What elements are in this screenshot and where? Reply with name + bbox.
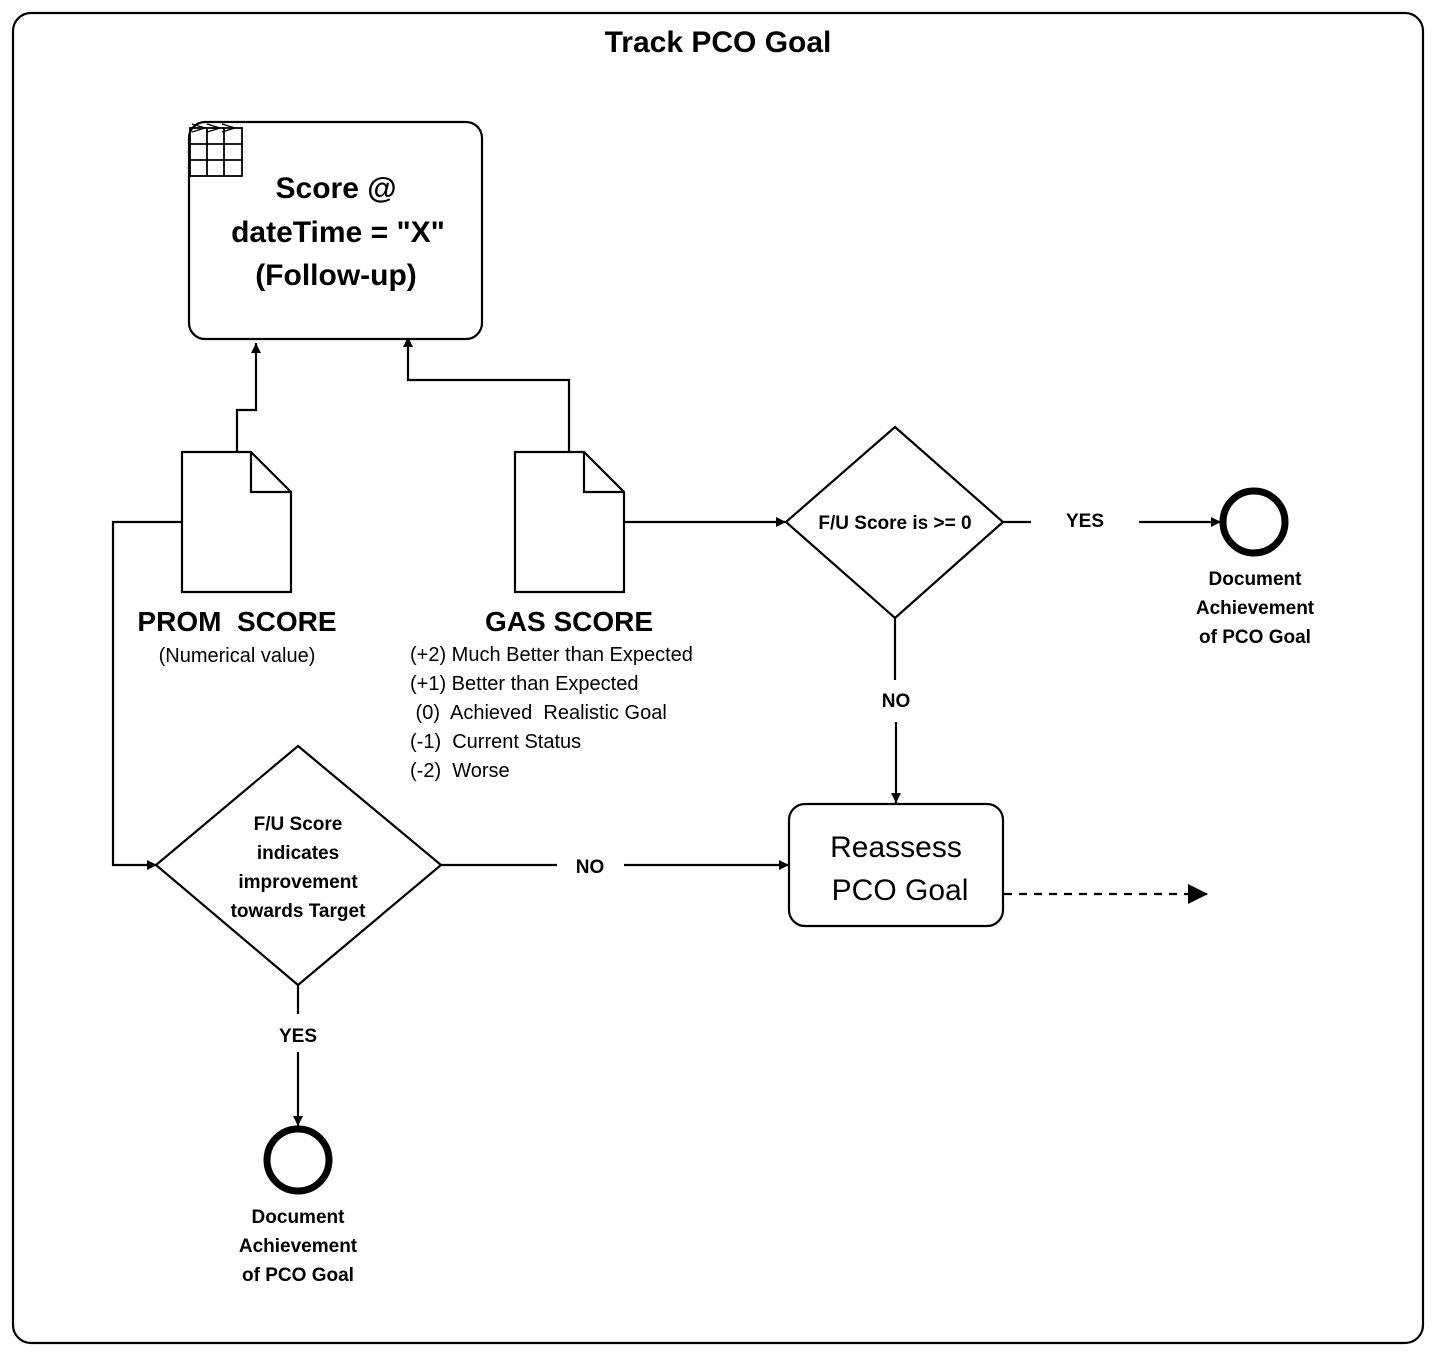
gas-scale-list: (+2) Much Better than Expected (+1) Bett… — [410, 644, 693, 782]
label-yes-down: YES — [279, 1026, 317, 1047]
table-grid-icon — [189, 123, 243, 177]
diagram-title: Track PCO Goal — [605, 26, 832, 59]
decision-diamond — [784, 425, 1005, 620]
connectors — [111, 337, 1221, 1126]
label-bg — [1040, 500, 1130, 540]
reassess-line-1: Reassess — [830, 831, 962, 864]
decision-diamond — [154, 744, 443, 987]
prom-subtitle: (Numerical value) — [159, 645, 316, 667]
diagram-frame — [11, 11, 1425, 1345]
connector-gas-to-score — [403, 337, 571, 452]
decision-prom-line-2: indicates — [257, 843, 339, 864]
end-event-circle-icon — [263, 1125, 333, 1195]
gas-title: GAS SCORE — [485, 606, 653, 637]
end-right-line-2: Achievement — [1196, 598, 1315, 619]
end-event-bottom[interactable]: Document Achievement of PCO Goal — [239, 1125, 358, 1286]
prom-document[interactable]: PROM SCORE (Numerical value) — [137, 450, 337, 667]
end-bottom-line-1: Document — [252, 1207, 346, 1228]
document-fold — [582, 452, 624, 494]
gas-scale-item: (-1) Current Status — [410, 731, 581, 753]
document-icon — [513, 450, 626, 594]
label-no-down: NO — [882, 691, 911, 712]
gas-scale-item: (+1) Better than Expected — [410, 673, 638, 695]
decision-prom-line-4: towards Target — [231, 901, 366, 922]
gas-scale-item: (+2) Much Better than Expected — [410, 644, 693, 666]
reassess-shape — [787, 802, 1005, 928]
end-right-line-1: Document — [1209, 569, 1303, 590]
score-box-line-1: Score @ — [276, 172, 397, 205]
score-box[interactable]: Score @ dateTime = "X" (Follow-up) — [187, 120, 484, 341]
document-fold — [249, 452, 291, 494]
score-box-line-2: dateTime = "X" — [231, 216, 445, 249]
decision-prom-line-1: F/U Score — [254, 814, 343, 835]
end-bottom-line-3: of PCO Goal — [242, 1265, 354, 1286]
decision-gas-label: F/U Score is >= 0 — [818, 513, 971, 534]
decision-prom[interactable]: F/U Score indicates improvement towards … — [154, 744, 443, 987]
gas-scale-item: (0) Achieved Realistic Goal — [410, 702, 667, 724]
score-box-shape — [187, 120, 484, 341]
prom-title: PROM SCORE — [137, 606, 336, 637]
label-no-right: NO — [576, 857, 605, 878]
end-right-line-3: of PCO Goal — [1199, 627, 1311, 648]
gas-document[interactable]: GAS SCORE (+2) Much Better than Expected… — [410, 450, 693, 782]
document-icon — [180, 450, 293, 594]
gas-scale-item: (-2) Worse — [410, 760, 510, 782]
end-event-right[interactable]: Document Achievement of PCO Goal — [1196, 487, 1315, 648]
reassess-line-2: PCO Goal — [832, 874, 969, 907]
end-event-circle-icon — [1219, 487, 1289, 557]
score-box-line-3: (Follow-up) — [255, 259, 417, 292]
decision-gas[interactable]: F/U Score is >= 0 — [784, 425, 1005, 620]
decision-prom-line-3: improvement — [238, 872, 358, 893]
connector-prom-to-score — [235, 343, 261, 452]
end-bottom-line-2: Achievement — [239, 1236, 358, 1257]
reassess-task[interactable]: Reassess PCO Goal — [787, 802, 1005, 928]
label-yes-right: YES — [1066, 511, 1104, 532]
connector-prom-to-decision — [111, 520, 182, 870]
